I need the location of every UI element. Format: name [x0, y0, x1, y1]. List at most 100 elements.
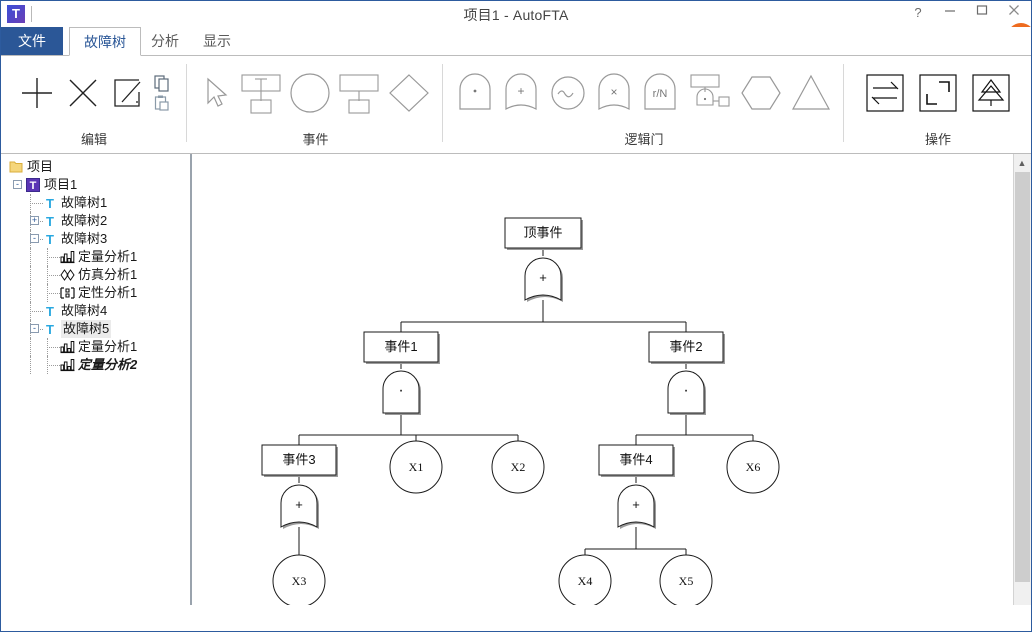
basic-event-circle[interactable]: X2 — [491, 440, 545, 494]
svg-text:r/N: r/N — [653, 88, 668, 100]
basic-event-circle[interactable]: X3 — [272, 554, 326, 608]
tree-connector — [47, 293, 60, 294]
xor-gate-icon[interactable]: × — [593, 71, 635, 115]
and-gate-icon[interactable] — [454, 71, 496, 115]
ribbon-group-operation-label: 操作 — [924, 132, 951, 147]
basic-event-circle[interactable]: X5 — [659, 554, 713, 608]
clipboard-icons — [153, 74, 171, 112]
scrollbar-thumb[interactable] — [1015, 172, 1030, 582]
tree-node-project-1[interactable]: -T 项目1 — [1, 176, 190, 194]
ribbon-group-edit: 编辑 — [1, 56, 187, 152]
auto-layout-icon[interactable] — [970, 72, 1012, 114]
paste-icon[interactable] — [153, 94, 171, 112]
inhibit-gate-icon[interactable] — [547, 71, 589, 115]
voting-gate-icon[interactable]: r/N — [639, 71, 681, 115]
tree-connector — [47, 365, 60, 366]
or-gate-icon[interactable]: + — [500, 71, 542, 115]
tree-collapse-button[interactable]: - — [30, 234, 39, 243]
brackets-icon — [60, 286, 75, 300]
add-icon[interactable] — [18, 74, 56, 112]
fit-view-icon[interactable] — [917, 72, 959, 114]
tree-node-quantitative-5-1[interactable]: 定量分析1 — [1, 338, 190, 356]
basic-event-circle[interactable]: X4 — [558, 554, 612, 608]
pointer-icon[interactable] — [200, 75, 234, 111]
undeveloped-event-icon[interactable] — [386, 71, 432, 115]
edit-icon[interactable] — [110, 76, 144, 110]
basic-event-icon[interactable] — [288, 71, 332, 115]
tab-file[interactable]: 文件 — [1, 27, 63, 56]
tree-node-label-wrap: 故障树1 — [61, 194, 107, 212]
event-box[interactable]: 事件1 — [363, 331, 440, 364]
tree-node-quantitative-1[interactable]: 定量分析1 — [1, 248, 190, 266]
tree-node-label: 故障树5 — [61, 320, 112, 338]
transfer-gate-icon[interactable] — [685, 71, 733, 115]
close-button[interactable] — [1005, 4, 1023, 22]
node-label: X6 — [746, 460, 761, 474]
tree-connector — [30, 356, 31, 374]
and-gate[interactable]: · — [382, 370, 421, 415]
tree-node-qualitative-1[interactable]: 定性分析1 — [1, 284, 190, 302]
or-gate[interactable]: + — [524, 257, 563, 302]
bar-chart-icon — [60, 358, 75, 372]
tree-connector — [47, 275, 60, 276]
and-gate[interactable]: · — [667, 370, 706, 415]
node-label: X3 — [292, 574, 307, 588]
node-label: X5 — [679, 574, 694, 588]
delete-icon[interactable] — [65, 75, 101, 111]
minimize-button[interactable] — [941, 4, 959, 22]
tree-t-icon: T — [43, 196, 57, 211]
tree-expand-button[interactable]: + — [30, 215, 39, 225]
tree-node-label: 项目1 — [44, 177, 78, 192]
scroll-up-button[interactable]: ▲ — [1014, 154, 1030, 171]
tab-analysis[interactable]: 分析 — [151, 33, 179, 49]
intermediate-event-icon[interactable] — [335, 71, 383, 115]
help-button[interactable]: ? — [914, 5, 922, 20]
tree-node-label-wrap: 仿真分析1 — [78, 266, 137, 284]
ribbon-group-gate-label: 逻辑门 — [624, 132, 664, 147]
tree-collapse-button[interactable]: - — [30, 324, 39, 333]
tree-connector — [30, 248, 31, 266]
title-bar: T 项目1 - AutoFTA ? — [1, 1, 1031, 51]
or-gate[interactable]: + — [617, 484, 656, 529]
tree-node-label: 故障树1 — [61, 195, 108, 210]
tree-node-label: 定量分析1 — [78, 339, 138, 354]
tree-node-simulation-1[interactable]: 仿真分析1 — [1, 266, 190, 284]
top-event-icon[interactable] — [237, 71, 285, 115]
tree-node-label: 定量分析1 — [78, 249, 138, 264]
or-gate[interactable]: + — [280, 484, 319, 529]
triangle-transfer-icon[interactable] — [788, 71, 834, 115]
project-t-icon: T — [26, 178, 40, 192]
tree-node-label-wrap: 故障树4 — [61, 302, 107, 320]
event-box[interactable]: 顶事件 — [504, 217, 583, 250]
maximize-button[interactable] — [973, 4, 991, 22]
event-box[interactable]: 事件2 — [648, 331, 725, 364]
tree-connector — [30, 266, 31, 284]
node-label: X1 — [409, 460, 424, 474]
canvas-vertical-scrollbar[interactable]: ▲ ▼ — [1013, 154, 1031, 630]
event-box[interactable]: 事件3 — [261, 444, 338, 477]
tab-fault-tree[interactable]: 故障树 — [69, 27, 141, 56]
swap-icon[interactable] — [864, 72, 906, 114]
tree-node-project-root[interactable]: 项目 — [1, 158, 190, 176]
basic-event-circle[interactable]: X1 — [389, 440, 443, 494]
tree-node-quantitative-5-2[interactable]: 定量分析2 — [1, 356, 190, 374]
basic-event-circle[interactable]: X6 — [726, 440, 780, 494]
tree-collapse-button[interactable]: - — [13, 180, 22, 189]
tab-display[interactable]: 显示 — [203, 33, 231, 49]
svg-text:T: T — [46, 214, 54, 228]
hexagon-gate-icon[interactable] — [738, 71, 784, 115]
copy-icon[interactable] — [153, 74, 171, 92]
tree-node-fault-tree-1[interactable]: T 故障树1 — [1, 194, 190, 212]
tree-node-label: 故障树4 — [61, 303, 108, 318]
event-box[interactable]: 事件4 — [598, 444, 675, 477]
